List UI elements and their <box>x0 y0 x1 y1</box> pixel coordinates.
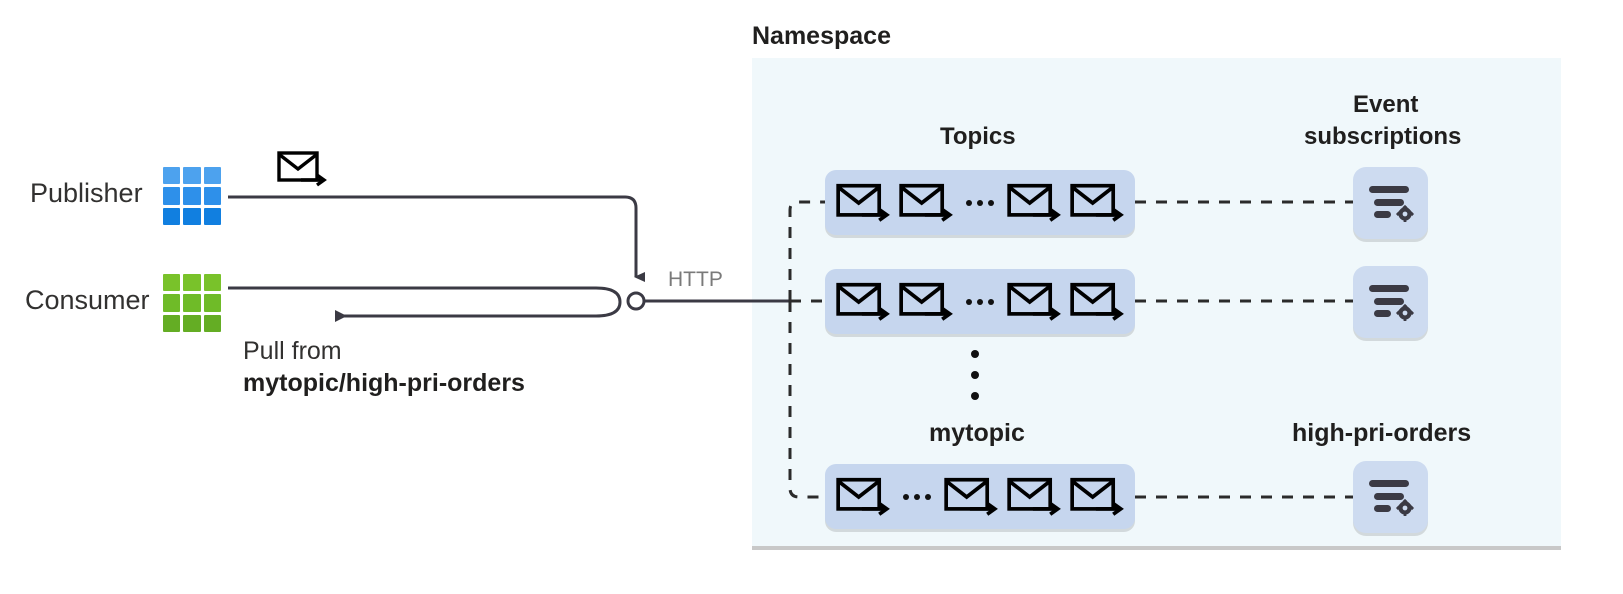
topic-row <box>825 170 1135 235</box>
publisher-label: Publisher <box>30 178 143 208</box>
namespace-title: Namespace <box>752 22 891 50</box>
event-subscription-icon <box>1368 285 1414 321</box>
vertical-ellipsis-icon <box>971 350 979 400</box>
topic-row <box>825 269 1135 334</box>
topic-row <box>825 464 1135 529</box>
event-subscription-box <box>1353 266 1428 338</box>
blue-grid-icon <box>163 167 221 225</box>
envelope-arrow-icon <box>836 282 890 321</box>
http-label: HTTP <box>668 268 723 291</box>
horizontal-ellipsis-icon <box>899 493 935 500</box>
horizontal-ellipsis-icon <box>962 199 998 206</box>
topic-name-label: mytopic <box>929 419 1025 447</box>
envelope-arrow-icon <box>1007 282 1061 321</box>
event-subscription-icon <box>1368 480 1414 516</box>
dashed-bus-top <box>788 200 825 301</box>
dashed-bus-bottom <box>788 301 825 499</box>
envelope-arrow-icon <box>1070 183 1124 222</box>
pull-caption-line1: Pull from <box>243 337 342 365</box>
event-subscriptions-heading-line2: subscriptions <box>1304 123 1462 150</box>
envelope-arrow-icon <box>1007 183 1061 222</box>
consumer-pull-loop <box>228 286 622 322</box>
publisher-connector <box>228 195 645 282</box>
endpoint-circle-icon <box>626 291 646 311</box>
event-subscription-icon <box>1368 186 1414 222</box>
topics-heading: Topics <box>940 123 1016 150</box>
envelope-arrow-icon <box>1070 477 1124 516</box>
envelope-arrow-icon <box>899 183 953 222</box>
horizontal-ellipsis-icon <box>962 298 998 305</box>
green-grid-icon <box>163 274 221 332</box>
envelope-arrow-icon <box>836 477 890 516</box>
envelope-arrow-icon <box>836 183 890 222</box>
event-subscription-box <box>1353 461 1428 533</box>
consumer-label: Consumer <box>25 285 150 315</box>
event-subscription-box <box>1353 167 1428 239</box>
event-subscriptions-heading-line1: Event <box>1353 91 1419 118</box>
subscription-name-label: high-pri-orders <box>1292 419 1472 447</box>
envelope-arrow-icon <box>1007 477 1061 516</box>
envelope-arrow-icon <box>277 151 327 187</box>
envelope-arrow-icon <box>899 282 953 321</box>
pull-caption-topic: mytopic/high-pri-orders <box>243 369 525 397</box>
envelope-arrow-icon <box>1070 282 1124 321</box>
envelope-arrow-icon <box>944 477 998 516</box>
